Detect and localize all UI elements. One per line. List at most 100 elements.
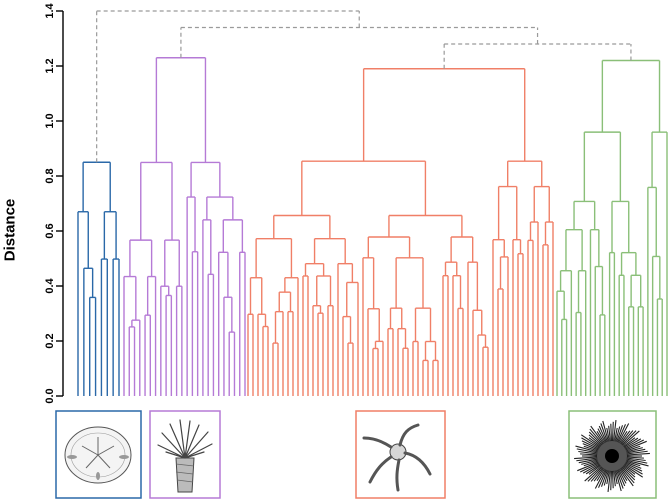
urchin-spine bbox=[590, 466, 604, 482]
urchin-spine bbox=[578, 450, 599, 455]
sea-anemone-icon bbox=[149, 410, 221, 499]
urchin-spine bbox=[622, 437, 636, 448]
y-tick-label: 0.2 bbox=[44, 333, 56, 348]
urchin-spine bbox=[621, 465, 636, 478]
urchin-spine bbox=[622, 464, 636, 475]
urchin-spine bbox=[625, 457, 646, 462]
y-tick-label: 0.0 bbox=[44, 388, 56, 403]
urchin-spine bbox=[576, 448, 599, 454]
urchin-spine bbox=[613, 427, 618, 443]
y-tick-label: 0.4 bbox=[44, 277, 56, 293]
urchin-spine bbox=[621, 430, 640, 447]
urchin-spine bbox=[582, 443, 600, 451]
urchin-spine bbox=[588, 464, 602, 475]
urchin-spine bbox=[620, 466, 636, 481]
urchin-spine bbox=[578, 458, 599, 464]
urchin-spine bbox=[624, 460, 641, 467]
urchin-spine bbox=[625, 447, 643, 453]
urchin-spine bbox=[625, 458, 648, 464]
urchin-spine bbox=[618, 467, 628, 481]
y-tick-label: 0.8 bbox=[44, 168, 56, 183]
purple-cluster bbox=[123, 57, 246, 396]
urchin-spine bbox=[623, 463, 644, 478]
urchin-spine bbox=[611, 469, 614, 489]
urchin-spine bbox=[610, 423, 613, 443]
urchin-spine bbox=[581, 440, 600, 450]
urchin-spine bbox=[575, 445, 599, 453]
urchin-spine bbox=[625, 456, 644, 459]
urchin-spine bbox=[580, 453, 599, 456]
blue-cluster bbox=[77, 161, 120, 396]
y-axis: 0.0 0.2 0.4 0.6 0.8 1.0 1.2 1.4 bbox=[44, 2, 64, 404]
urchin-spine bbox=[597, 428, 607, 444]
urchin-spine bbox=[614, 426, 621, 443]
brittle-star-icon bbox=[355, 410, 446, 499]
y-tick-label: 0.6 bbox=[44, 223, 56, 238]
urchin-spine bbox=[577, 461, 600, 472]
urchin-spine bbox=[612, 469, 616, 487]
urchin-spine bbox=[623, 462, 643, 475]
urchin-spine bbox=[598, 425, 608, 444]
urchin-spine bbox=[617, 423, 630, 444]
urchin-spine bbox=[606, 469, 611, 485]
urchin-spine bbox=[624, 461, 642, 469]
urchin-spine bbox=[576, 457, 599, 462]
urchin-spine bbox=[588, 437, 602, 448]
urchin-spine bbox=[619, 430, 631, 445]
y-tick-label: 1.4 bbox=[44, 2, 56, 18]
urchin-spine bbox=[625, 450, 648, 455]
urchin-spine bbox=[589, 428, 604, 446]
urchin-spine bbox=[611, 421, 614, 443]
urchin-spine bbox=[608, 425, 612, 443]
urchin-spine bbox=[602, 420, 610, 443]
urchin-spine bbox=[590, 425, 605, 445]
urchin-spine bbox=[581, 459, 599, 465]
upper-joins bbox=[96, 10, 632, 163]
urchin-spine bbox=[623, 437, 639, 449]
urchin-spine bbox=[615, 425, 624, 443]
urchin-spine bbox=[587, 466, 604, 482]
urchin-spine bbox=[588, 431, 604, 446]
urchin-spine bbox=[620, 430, 634, 446]
urchin-spine bbox=[624, 440, 647, 451]
sand-dollar-icon bbox=[55, 410, 142, 499]
urchin-spine bbox=[584, 465, 603, 482]
urchin-spine bbox=[600, 423, 609, 443]
y-tick-label: 1.2 bbox=[44, 58, 56, 73]
urchin-spine bbox=[606, 427, 611, 443]
urchin-spine bbox=[598, 468, 608, 488]
urchin-spine bbox=[596, 467, 606, 481]
urchin-spine bbox=[613, 469, 618, 485]
urchin-spine bbox=[625, 459, 649, 467]
urchin-spine bbox=[596, 431, 606, 445]
urchin-spine bbox=[616, 468, 626, 487]
urchin-spine bbox=[612, 420, 617, 443]
green-cluster bbox=[556, 59, 668, 396]
urchin-spine bbox=[600, 469, 609, 487]
urchin-spine bbox=[574, 456, 599, 460]
urchin-spine bbox=[580, 434, 601, 449]
urchin-spine bbox=[624, 445, 641, 452]
y-tick-label: 1.0 bbox=[44, 113, 56, 128]
urchin-spine bbox=[582, 462, 601, 474]
urchin-spine bbox=[625, 452, 650, 456]
sea-urchin-icon bbox=[568, 410, 657, 499]
urchin-spine bbox=[581, 437, 601, 450]
urchin-spine bbox=[620, 430, 637, 446]
urchin-spine bbox=[623, 438, 642, 450]
urchin-spine bbox=[625, 448, 646, 454]
urchin-spine bbox=[614, 469, 622, 492]
urchin-spine bbox=[618, 431, 628, 445]
urchin-spine bbox=[583, 460, 600, 467]
urchin-spine bbox=[585, 463, 601, 475]
urchin-spine bbox=[583, 445, 600, 452]
urchin-spine bbox=[610, 469, 613, 491]
urchin-spine bbox=[607, 469, 612, 492]
urchin-spine bbox=[624, 439, 645, 450]
urchin-spine bbox=[615, 469, 624, 489]
urchin-spine bbox=[616, 424, 626, 444]
urchin-spine bbox=[588, 434, 603, 447]
orange-cluster bbox=[247, 68, 554, 396]
urchin-spine bbox=[617, 468, 627, 484]
